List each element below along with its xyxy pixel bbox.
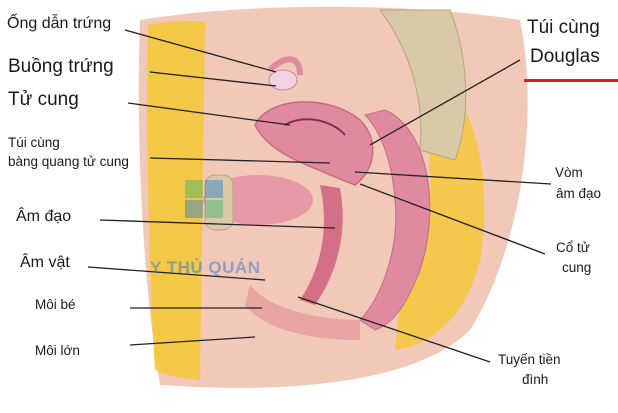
- watermark-square-1: [185, 180, 203, 198]
- leader-tui-cung-douglas: [369, 59, 521, 146]
- leader-lines: [87, 29, 552, 363]
- label-vom-line2: âm đạo: [556, 186, 602, 201]
- label-tu-cung: Tử cung: [8, 89, 79, 110]
- vagina: [300, 185, 343, 305]
- leader-am-dao: [99, 219, 336, 229]
- sacrum-bone: [379, 9, 467, 161]
- leader-ong-dan-trung: [124, 29, 277, 73]
- ovary: [268, 69, 298, 91]
- watermark-square-2: [205, 180, 223, 198]
- abdominal-fat-layer: [147, 20, 205, 381]
- label-moi-lon: Môi lớn: [35, 343, 80, 358]
- rectum: [359, 109, 431, 331]
- pubic-bone: [204, 174, 234, 231]
- label-tui-cung-bq-line2: bàng quang tử cung: [8, 154, 129, 169]
- leader-tuyen-tien-dinh: [297, 296, 491, 363]
- fallopian-tube: [267, 56, 303, 76]
- watermark-square-4: [205, 200, 223, 218]
- leader-co-tu-cung: [359, 183, 546, 255]
- watermark-logo-icon: [185, 180, 223, 218]
- label-tui-cung-douglas-line2: Douglas: [530, 46, 600, 67]
- label-tuyen-tien-dinh-line1: Tuyến tiền: [498, 352, 561, 367]
- label-am-dao: Âm đạo: [16, 208, 72, 225]
- label-tui-cung-bq-line1: Túi cùng: [8, 135, 60, 150]
- watermark-text: Y THỦ QUÁN: [150, 258, 261, 277]
- uterus: [254, 101, 374, 186]
- label-co-tu-cung-line1: Cổ tử: [556, 240, 590, 255]
- label-tui-cung-douglas-line1: Túi cùng: [527, 17, 600, 38]
- label-am-vat: Âm vật: [20, 254, 70, 271]
- leader-tu-cung: [127, 102, 291, 126]
- uterine-cavity: [284, 118, 346, 136]
- label-ong-dan-trung: Ống dẫn trứng: [7, 15, 112, 32]
- label-co-tu-cung-line2: cung: [562, 260, 592, 275]
- leader-tui-cung-bq: [149, 157, 331, 164]
- leader-buong-trung: [149, 71, 277, 87]
- posterior-fat-layer: [395, 70, 485, 350]
- label-buong-trung: Buồng trứng: [8, 56, 114, 77]
- label-moi-be: Môi bé: [35, 297, 76, 312]
- leader-moi-lon: [129, 336, 256, 346]
- leader-vom-am-dao: [354, 171, 552, 185]
- label-tuyen-tien-dinh-line2: đình: [522, 372, 549, 387]
- douglas-underline: [524, 79, 618, 82]
- label-vom-line1: Vòm: [555, 165, 583, 180]
- watermark-square-3: [185, 200, 203, 218]
- perineum: [245, 285, 360, 340]
- leader-am-vat: [87, 266, 266, 281]
